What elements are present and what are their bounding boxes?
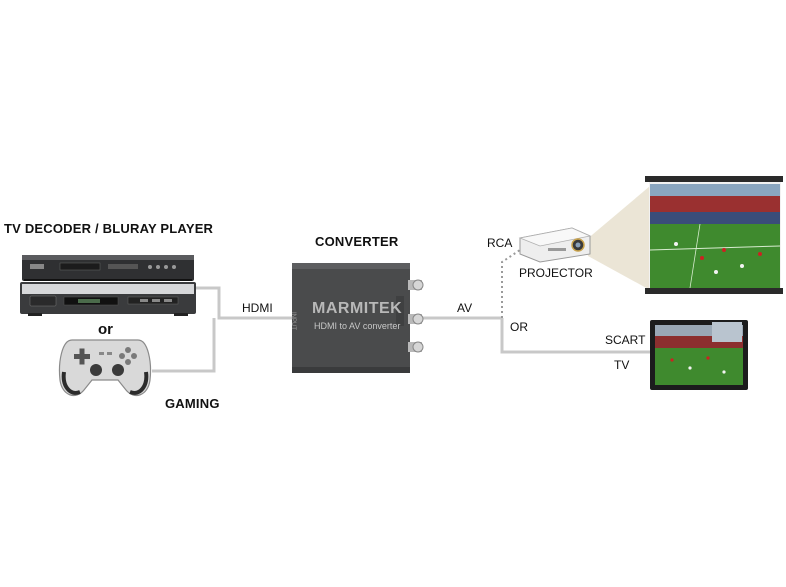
converter-input-label: INPUT [290,312,296,330]
set-top-box-icon [22,255,194,281]
converter-brand: MARMITEK [312,300,403,317]
converter-title: CONVERTER [315,234,399,249]
or-label: or [98,321,113,338]
projection-screen-icon [645,176,783,294]
rca-label: RCA [487,236,513,250]
hdmi-cable-gaming [152,318,216,373]
or-caps-label: OR [510,320,528,334]
av-label: AV [457,301,473,315]
flat-tv-icon [650,320,748,390]
tv-label: TV [614,358,630,372]
projector-label: PROJECTOR [519,266,593,280]
bluray-player-icon [20,282,196,316]
projection-beam [586,186,650,290]
rca-cable-dotted [501,249,521,318]
gaming-label: GAMING [165,396,220,411]
projector-icon [518,227,592,263]
gamepad-icon [58,339,152,397]
converter-model: HDMI to AV converter [314,321,401,331]
scart-label: SCART [605,333,646,347]
converter-box-icon [292,263,424,373]
hdmi-label: HDMI [242,301,273,315]
scart-cable [500,318,652,354]
source-title: TV DECODER / BLURAY PLAYER [4,221,214,236]
hdmi-cable-player [195,286,292,320]
